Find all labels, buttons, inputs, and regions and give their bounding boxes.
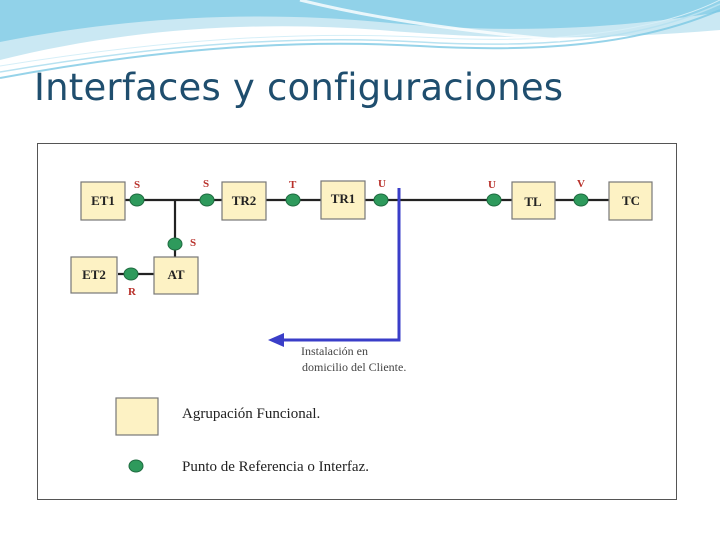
note-line-1: Instalación en <box>301 344 368 358</box>
box-at: AT <box>153 256 199 295</box>
ref-label-s3: S <box>190 237 196 249</box>
box-tr2-label: TR2 <box>232 193 257 208</box>
customer-premises-boundary <box>280 188 401 342</box>
box-et1: ET1 <box>80 181 126 221</box>
ref-point-s2 <box>199 193 215 207</box>
box-at-label: AT <box>167 267 184 282</box>
box-tr1-label: TR1 <box>331 191 356 206</box>
ref-label-s2: S <box>203 178 209 190</box>
legend-reference-point-swatch <box>128 459 144 473</box>
ref-point-u1 <box>373 193 389 207</box>
ref-label-u2: U <box>488 179 496 191</box>
ref-point-v <box>573 193 589 207</box>
ref-point-r <box>123 267 139 281</box>
ref-point-t <box>285 193 301 207</box>
ref-label-t: T <box>289 179 297 191</box>
ref-label-s1: S <box>134 179 140 191</box>
ref-point-s3 <box>167 237 183 251</box>
legend-functional-group-swatch <box>115 397 159 436</box>
legend-functional-group-text: Agrupación Funcional. <box>182 406 320 422</box>
box-tl-label: TL <box>524 194 542 209</box>
note-line-2: domicilio del Cliente. <box>302 360 406 374</box>
box-et2-label: ET2 <box>82 267 106 282</box>
diagram-frame: ET1 TR2 TR1 TL TC ET2 AT <box>37 143 677 500</box>
box-tr2: TR2 <box>221 181 267 221</box>
box-et1-label: ET1 <box>91 193 115 208</box>
box-tr1: TR1 <box>320 180 366 220</box>
ref-label-u1: U <box>378 178 386 190</box>
ref-label-v: V <box>577 178 585 190</box>
slide-title: Interfaces y configuraciones <box>34 66 564 109</box>
box-tc: TC <box>608 181 653 221</box>
box-et2: ET2 <box>70 256 118 294</box>
ref-point-s1 <box>129 193 145 207</box>
ref-label-r: R <box>128 286 137 298</box>
isdn-interfaces-diagram: ET1 TR2 TR1 TL TC ET2 AT <box>70 178 653 475</box>
box-tl: TL <box>511 181 556 220</box>
legend-reference-point-text: Punto de Referencia o Interfaz. <box>182 459 369 475</box>
boundary-arrowhead <box>268 333 284 347</box>
box-tc-label: TC <box>622 193 640 208</box>
ref-point-u2 <box>486 193 502 207</box>
